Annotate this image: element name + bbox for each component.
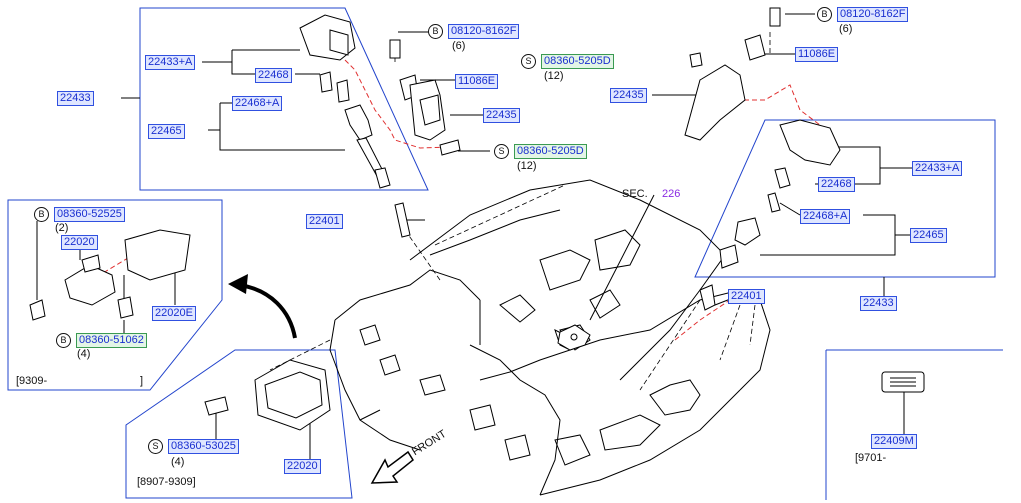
part-08360-5205D-left[interactable]: 08360-5205D [514,144,587,159]
part-22468A-left[interactable]: 22468+A [232,96,283,111]
part-22433-left[interactable]: 22433 [57,91,94,106]
bolt-b-marker-igniter: B [34,207,49,222]
part-22433A-left[interactable]: 22433+A [145,55,196,70]
bolt-b-marker-igniter-2: B [56,333,71,348]
part-22465-left[interactable]: 22465 [148,124,185,139]
section-ref-226[interactable]: 226 [662,188,681,200]
left-igniter-frame [7,199,223,391]
part-22465-right[interactable]: 22465 [910,228,947,243]
qty-6-left: (6) [452,40,466,52]
date-range-close: ] [140,375,144,387]
front-arrow [370,450,414,484]
part-22468-right[interactable]: 22468 [818,177,855,192]
part-22468A-right[interactable]: 22468+A [800,209,851,224]
part-08360-51062[interactable]: 08360-51062 [76,333,147,348]
part-22433A-right[interactable]: 22433+A [912,161,963,176]
qty-6-right: (6) [839,23,853,35]
part-22020E[interactable]: 22020E [152,306,196,321]
part-08360-5205D-mid[interactable]: 08360-5205D [541,54,614,69]
date-range-8907-9309: [8907-9309] [137,476,196,488]
qty-4-b: (4) [171,456,185,468]
date-range-9701: [9701- [855,452,887,464]
part-22020-top[interactable]: 22020 [61,235,98,250]
part-08120-left[interactable]: 08120-8162F [448,24,520,39]
part-08360-52525[interactable]: 08360-52525 [54,207,125,222]
screw-s-marker: S [494,144,509,159]
part-22401-right[interactable]: 22401 [728,289,765,304]
qty-12-left: (12) [517,160,537,172]
part-22401-left[interactable]: 22401 [306,214,343,229]
part-22468-left[interactable]: 22468 [255,68,292,83]
part-08360-53025[interactable]: 08360-53025 [168,439,239,454]
part-22433-right[interactable]: 22433 [860,296,897,311]
qty-4-a: (4) [77,348,91,360]
screw-s-marker-module: S [148,439,163,454]
part-22409M[interactable]: 22409M [871,434,917,449]
bolt-b-marker: B [428,24,443,39]
rotate-arrow [239,283,297,339]
lower-right-frame [825,349,1003,500]
date-range-9309: [9309- [16,375,48,387]
top-left-frame [139,7,429,191]
part-22435-left[interactable]: 22435 [483,108,520,123]
bottom-module-frame [125,349,353,499]
part-22435-right[interactable]: 22435 [610,88,647,103]
bolt-b-marker-right: B [817,7,832,22]
qty-2: (2) [55,222,69,234]
part-08120-right[interactable]: 08120-8162F [837,7,909,22]
part-11086E-right[interactable]: 11086E [795,47,839,62]
part-22020-bottom[interactable]: 22020 [284,459,321,474]
qty-12-mid: (12) [544,70,564,82]
right-ignition-frame [694,119,996,278]
part-11086E-left[interactable]: 11086E [455,74,499,89]
section-label: SEC. [622,188,648,200]
screw-s-marker-mid: S [521,54,536,69]
